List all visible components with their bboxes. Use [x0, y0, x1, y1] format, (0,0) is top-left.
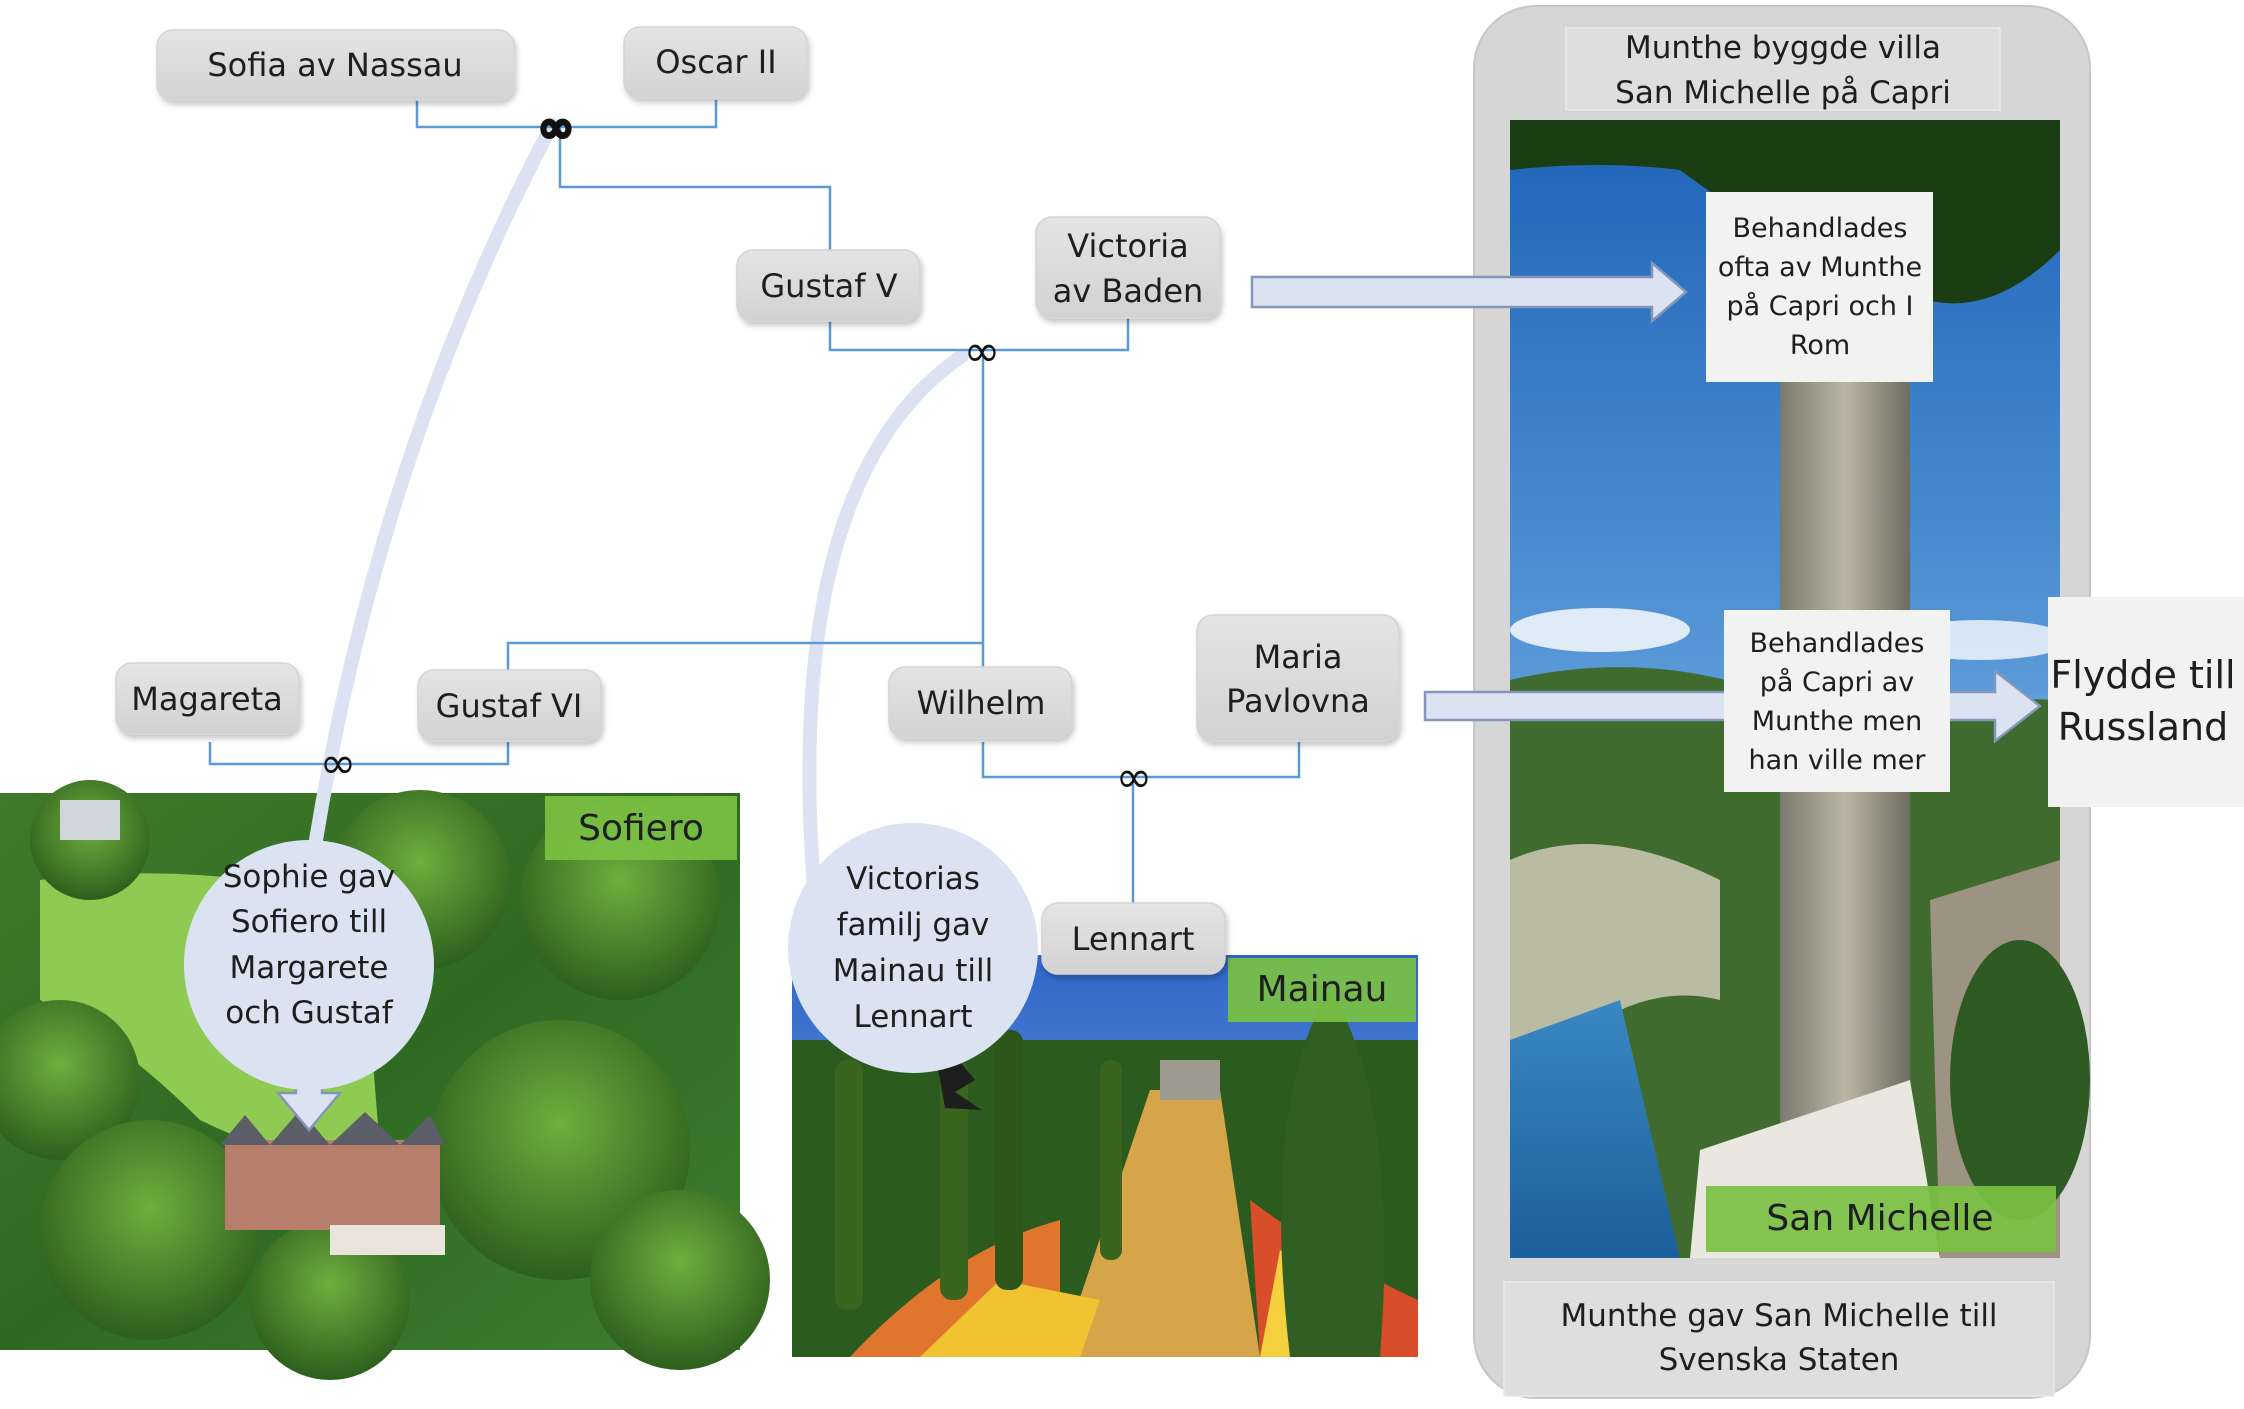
note-line: på Capri av: [1760, 667, 1915, 698]
note-line: Munthe men: [1752, 706, 1922, 737]
person-sofia-av-nassau[interactable]: Sofia av Nassau: [156, 29, 515, 101]
sofiero-label: Sofiero: [578, 808, 704, 849]
flydde-line2: Russland: [2058, 705, 2228, 749]
note-line: han ville mer: [1748, 745, 1926, 776]
note-line: på Capri och I: [1726, 291, 1913, 322]
victoria-note: Behandlades ofta av Munthe på Capri och …: [1706, 192, 1933, 382]
family-connectors: [208, 100, 1301, 905]
person-oscar-ii[interactable]: Oscar II: [623, 26, 808, 99]
bubble-line: Victorias: [846, 861, 980, 897]
person-name-line2: av Baden: [1053, 272, 1204, 310]
mainau-gift-curve: [802, 349, 969, 907]
person-lennart[interactable]: Lennart: [1041, 902, 1226, 975]
person-name: Oscar II: [655, 43, 776, 81]
note-line: Behandlades: [1750, 628, 1925, 659]
person-wilhelm[interactable]: Wilhelm: [888, 666, 1073, 739]
san-michelle-label: San Michelle: [1766, 1198, 1993, 1239]
victoria-to-capri-arrow: [1250, 260, 1688, 324]
person-gustaf-v[interactable]: Gustaf V: [736, 249, 921, 322]
note-line: Behandlades: [1733, 213, 1908, 244]
sofiero-gift-curve: [309, 118, 559, 847]
mainau-label: Mainau: [1257, 969, 1388, 1010]
person-maria-pavlovna[interactable]: Maria Pavlovna: [1196, 614, 1400, 742]
bubble-line: och Gustaf: [225, 995, 393, 1031]
flydde-line1: Flydde till: [2050, 653, 2235, 697]
marriage-icon: ∞: [1116, 752, 1153, 803]
panel-bottom-box: [1503, 1281, 2055, 1397]
panel-bottom-line1: Munthe gav San Michelle till: [1560, 1298, 1997, 1334]
bubble-line: Sofiero till: [231, 904, 387, 940]
person-name: Gustaf VI: [436, 687, 583, 725]
panel-bottom-line2: Svenska Staten: [1659, 1342, 1900, 1378]
flydde-till-russland-box: Flydde till Russland: [2048, 597, 2244, 807]
sophie-gift-bubble: Sophie gav Sofiero till Margarete och Gu…: [184, 840, 434, 1132]
marriage-icon: ∞: [320, 738, 357, 789]
mainau-label-bg: [1228, 958, 1416, 1022]
note-line: Rom: [1790, 330, 1850, 361]
victorias-gift-bubble: Victorias familj gav Mainau till Lennart: [788, 823, 1038, 1110]
person-name: Wilhelm: [917, 684, 1046, 722]
note-line: ofta av Munthe: [1718, 252, 1922, 283]
bubble-line: Sophie gav: [223, 859, 396, 895]
panel-top-line1: Munthe byggde villa: [1625, 30, 1941, 66]
person-name-line1: Victoria: [1067, 227, 1188, 265]
panel-top-line2: San Michelle på Capri: [1615, 75, 1951, 111]
person-name: Lennart: [1072, 920, 1195, 958]
sofiero-label-bg: [545, 796, 737, 860]
san-michelle-label-bg: [1706, 1186, 2056, 1252]
person-victoria-av-baden[interactable]: Victoria av Baden: [1035, 216, 1221, 319]
person-name: Magareta: [131, 680, 282, 718]
person-name: Gustaf V: [760, 267, 897, 305]
bubble-line: Mainau till: [833, 953, 994, 989]
bubble-line: familj gav: [837, 907, 990, 943]
person-name: Sofia av Nassau: [207, 46, 462, 84]
person-name-line1: Maria: [1254, 638, 1343, 676]
mainau-photo: [792, 955, 1418, 1357]
marriage-icon: ∞: [964, 326, 1001, 377]
panel-top-box: [1565, 27, 2001, 111]
maria-note: Behandlades på Capri av Munthe men han v…: [1724, 610, 1950, 792]
person-magareta[interactable]: Magareta: [115, 662, 300, 735]
bubble-line: Margarete: [230, 950, 389, 986]
bubble-line: Lennart: [854, 999, 973, 1035]
marriage-icon: ∞: [538, 102, 575, 153]
person-gustaf-vi[interactable]: Gustaf VI: [417, 669, 602, 742]
person-name-line2: Pavlovna: [1226, 682, 1370, 720]
